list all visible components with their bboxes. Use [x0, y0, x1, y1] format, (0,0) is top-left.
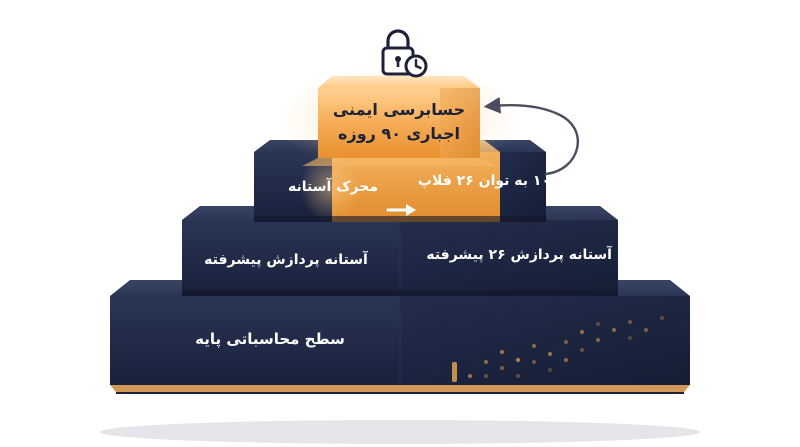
dot-pattern: [452, 316, 664, 382]
tier2: [182, 206, 618, 296]
tier2-left-label: آستانه پردازش پیشرفته: [204, 252, 368, 268]
top-block: [278, 65, 518, 175]
tier2-right-label: آستانه پردازش ۲۶ پیشرفته: [426, 247, 612, 263]
floor-shadow: [100, 420, 700, 444]
tier1-left-label: سطح محاسباتی پایه: [195, 330, 345, 348]
tier3-right-label: ۱۰ به توان ۲۶ فلاپ: [417, 173, 550, 189]
tier3-left-label: محرک آستانه: [288, 179, 378, 195]
curved-arrow: [483, 96, 579, 176]
top-block-line2: اجباری ۹۰ روزه: [338, 124, 460, 143]
arrow-right-icon: [386, 204, 416, 216]
lock-clock-icon: [381, 29, 428, 78]
top-block-line1: حسابرسی ایمنی: [332, 100, 466, 119]
